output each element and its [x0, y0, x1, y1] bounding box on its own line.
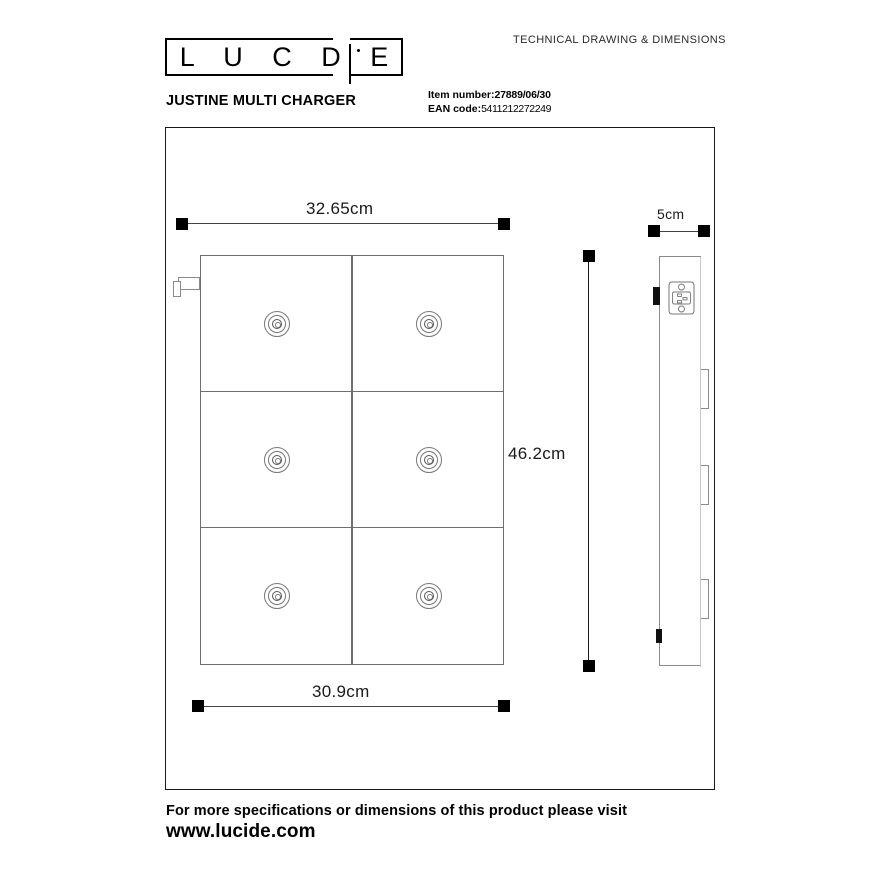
page-title: JUSTINE MULTI CHARGER	[166, 93, 357, 109]
panel-row3-col1	[200, 527, 352, 665]
socket-icon-5	[264, 583, 290, 609]
dimension-tick-height-top	[583, 250, 595, 262]
cable-entry-tab-tip	[173, 281, 181, 297]
logo-frame-left	[165, 38, 333, 76]
socket-core-4	[427, 458, 433, 464]
side-view	[653, 256, 709, 667]
side-mounting-tab-top	[701, 369, 709, 409]
socket-icon-4	[416, 447, 442, 473]
product-meta: Item number:27889/06/30 EAN code:5411212…	[428, 88, 551, 116]
dimension-label-width-bottom: 30.9cm	[312, 682, 370, 701]
logo-frame-right	[350, 38, 403, 76]
dimension-tick-depth-right	[698, 225, 710, 237]
logo-wordmark: L U C D E	[179, 42, 400, 72]
dimension-tick-height-bottom	[583, 660, 595, 672]
logo-i-dot-icon	[357, 49, 360, 52]
socket-core-6	[427, 594, 433, 600]
socket-core-1	[275, 322, 281, 328]
cable-entry-tab	[178, 277, 200, 290]
side-mounting-tab-middle	[701, 465, 709, 505]
dimension-tick-top-right	[498, 218, 510, 230]
dimension-label-depth: 5cm	[657, 206, 685, 222]
ean-code-label: EAN code:	[428, 103, 482, 115]
socket-icon-1	[264, 311, 290, 337]
panel-row2-col2	[352, 391, 504, 528]
dimension-line-width-bottom	[198, 706, 504, 707]
side-connector-mark-top	[653, 287, 660, 305]
technical-drawing-caption: TECHNICAL DRAWING & DIMENSIONS	[513, 34, 726, 46]
drawing-frame	[165, 127, 715, 790]
socket-icon-3	[264, 447, 290, 473]
socket-icon-2	[416, 311, 442, 337]
socket-icon-6	[416, 583, 442, 609]
socket-core-5	[275, 594, 281, 600]
logo-divider	[349, 44, 351, 84]
dimension-tick-bottom-right	[498, 700, 510, 712]
dimension-line-height	[588, 256, 589, 666]
panel-row3-col2	[352, 527, 504, 665]
front-view	[173, 255, 504, 665]
iec-power-inlet-icon	[668, 281, 695, 315]
ean-code-value: 5411212272249	[481, 103, 552, 115]
footer-website-link[interactable]: www.lucide.com	[166, 821, 316, 842]
dimension-line-depth	[654, 231, 704, 232]
panel-row1-col2	[352, 255, 504, 392]
item-number-value: 27889/06/30	[494, 89, 551, 101]
dimension-label-height: 46.2cm	[508, 444, 566, 463]
item-number-label: Item number:	[428, 89, 495, 101]
panel-row1-col1	[200, 255, 352, 392]
socket-core-3	[275, 458, 281, 464]
dimension-line-width-top	[182, 223, 504, 224]
lucide-logo: L U C D E	[165, 38, 403, 84]
dimension-tick-bottom-left	[192, 700, 204, 712]
dimension-label-width-top: 32.65cm	[306, 199, 374, 218]
dimension-tick-top-left	[176, 218, 188, 230]
side-connector-mark-bottom	[656, 629, 662, 643]
item-number-row: Item number:27889/06/30	[428, 88, 551, 102]
footer-text: For more specifications or dimensions of…	[166, 803, 628, 819]
side-mounting-tab-bottom	[701, 579, 709, 619]
side-view-edge-line	[700, 257, 701, 667]
panel-row2-col1	[200, 391, 352, 528]
socket-core-2	[427, 322, 433, 328]
dimension-tick-depth-left	[648, 225, 660, 237]
ean-code-row: EAN code:5411212272249	[428, 102, 551, 116]
